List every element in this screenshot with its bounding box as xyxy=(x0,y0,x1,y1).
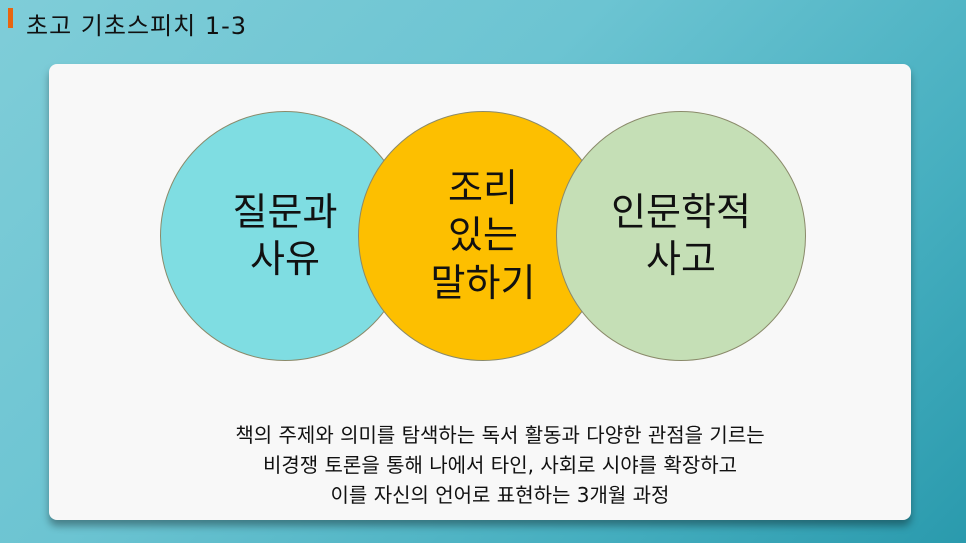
title-accent-bar xyxy=(8,8,13,28)
circle-humanities-thinking: 인문학적 사고 xyxy=(556,111,806,361)
description: 책의 주제와 의미를 탐색하는 독서 활동과 다양한 관점을 기르는 비경쟁 토… xyxy=(140,420,860,510)
slide-title: 초고 기초스피치 1-3 xyxy=(26,12,248,40)
description-line: 책의 주제와 의미를 탐색하는 독서 활동과 다양한 관점을 기르는 xyxy=(235,423,765,447)
description-line: 비경쟁 토론을 통해 나에서 타인, 사회로 시야를 확장하고 xyxy=(262,453,738,477)
circle-coherent-speaking: 조리 있는 말하기 xyxy=(358,111,608,361)
description-line: 이를 자신의 언어로 표현하는 3개월 과정 xyxy=(330,483,670,507)
